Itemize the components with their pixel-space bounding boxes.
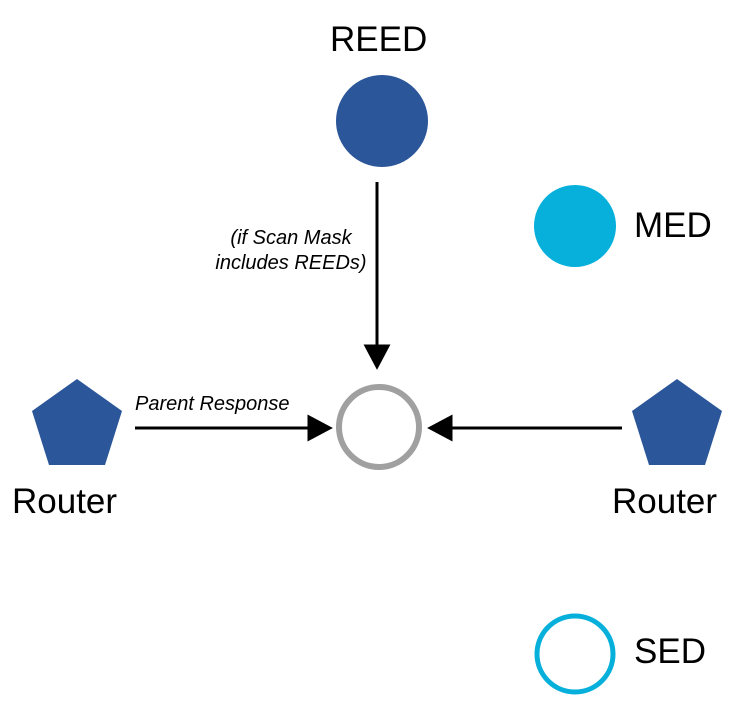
- node-med-shape[interactable]: [534, 185, 616, 267]
- edge-label-parent-response: Parent Response: [135, 393, 290, 415]
- edge-label-scan-mask-line1: (if Scan Mask: [230, 227, 352, 249]
- node-center-shape[interactable]: [336, 384, 422, 470]
- node-label-med: MED: [634, 206, 712, 245]
- node-sed-shape[interactable]: [534, 613, 616, 695]
- node-reed-shape[interactable]: [336, 75, 428, 167]
- edge-label-scan-mask-line2: includes REEDs): [215, 252, 367, 274]
- node-router-left-shape[interactable]: [32, 379, 122, 465]
- edge-label-scan-mask: (if Scan Mask includes REEDs): [196, 226, 386, 276]
- node-label-router-right: Router: [612, 482, 718, 521]
- node-label-sed: SED: [634, 632, 706, 671]
- node-router-right-shape[interactable]: [632, 379, 722, 465]
- node-label-router-left: Router: [12, 482, 118, 521]
- node-label-reed: REED: [330, 20, 428, 59]
